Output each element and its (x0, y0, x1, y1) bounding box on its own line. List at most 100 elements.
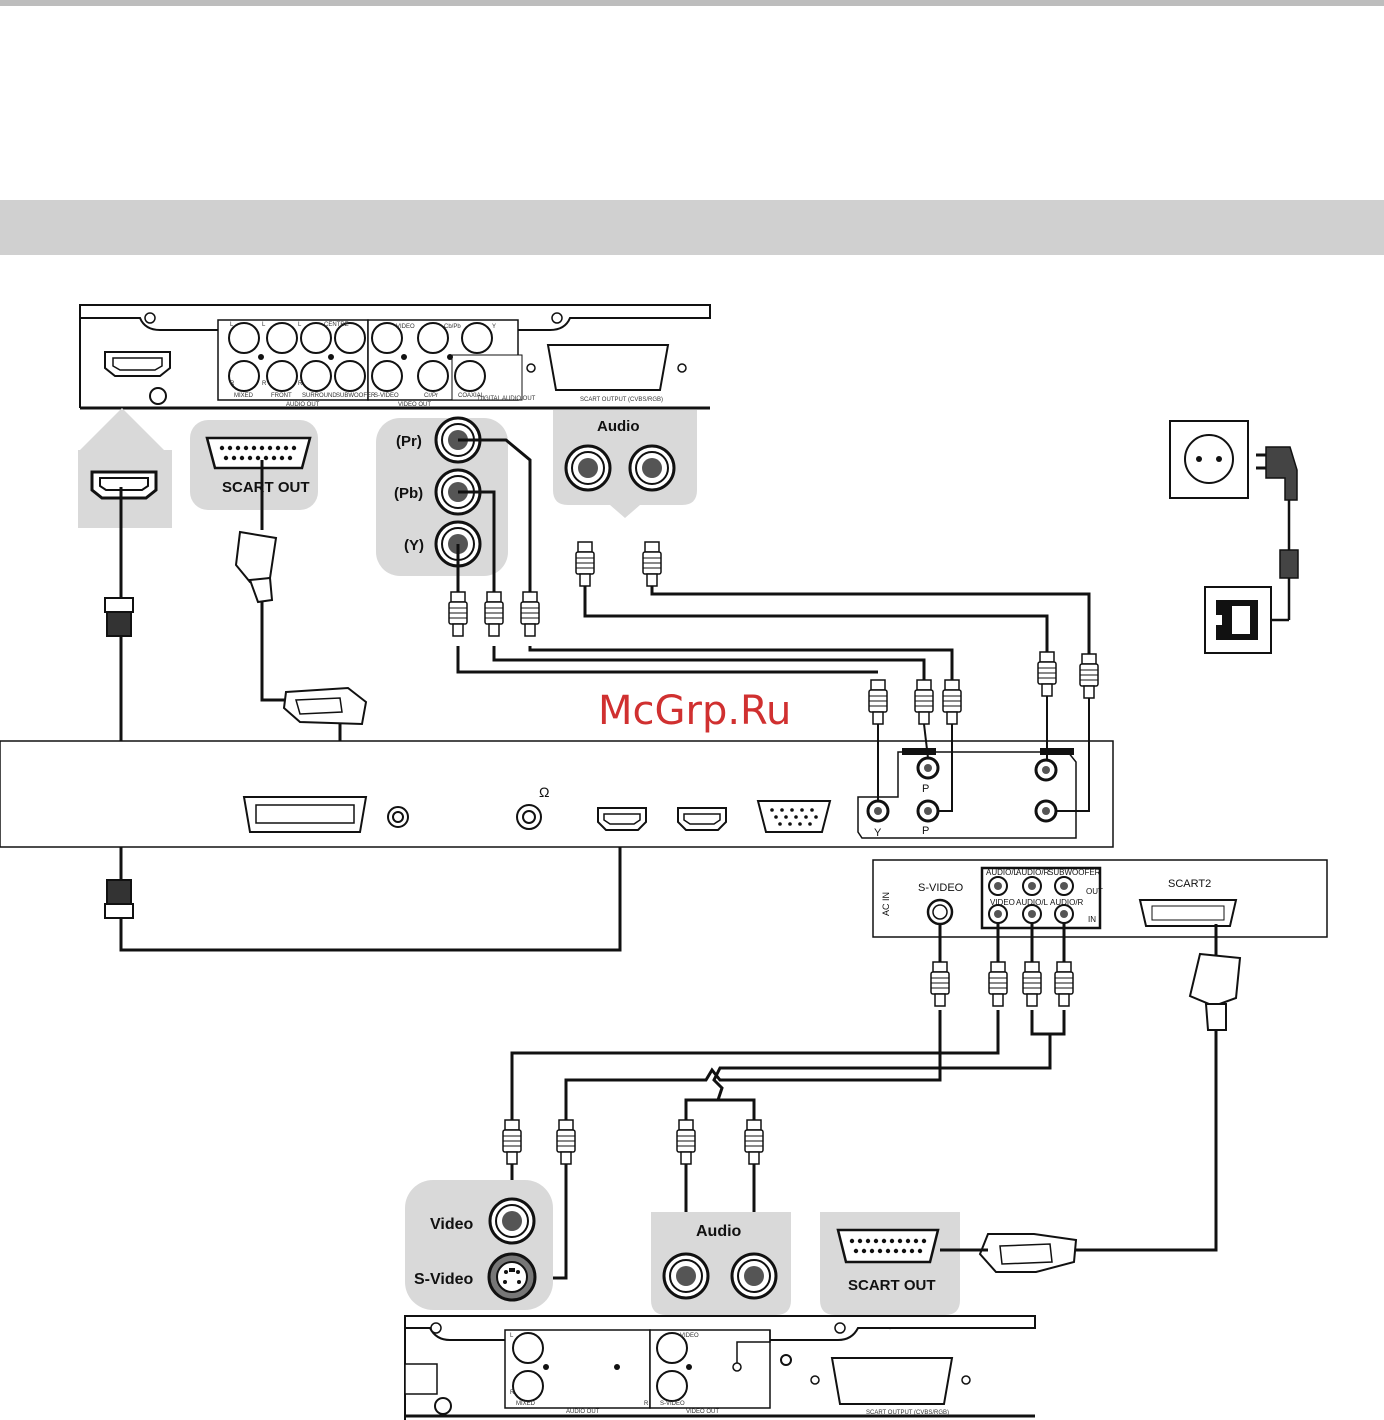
rca-plug (868, 679, 888, 725)
audio-left-socket[interactable] (564, 444, 612, 492)
rca-plug (520, 591, 540, 637)
rca-plug (914, 679, 934, 725)
rca-plug (575, 541, 595, 587)
out-label: OUT (1086, 887, 1103, 896)
audio-l-out-label: AUDIO/L (986, 868, 1019, 877)
ac-in-label: AC IN (881, 892, 891, 916)
rca-plug (744, 1119, 764, 1165)
video-label: VIDEO (990, 898, 1015, 907)
svg-text:FRONT: FRONT (271, 393, 292, 399)
watermark: McGrp.Ru (598, 688, 791, 734)
tv-y-label: Y (874, 827, 882, 839)
tv-hdmi-port-2[interactable] (677, 807, 727, 831)
tv-p-label-bottom: P (922, 825, 929, 837)
svg-text:Cb/Pb: Cb/Pb (444, 324, 461, 330)
svg-text:SUBWOOFER: SUBWOOFER (336, 393, 376, 399)
vga-port[interactable] (756, 800, 832, 833)
tv-input-wires (877, 696, 1090, 812)
y-label: (Y) (404, 537, 424, 554)
audio-callout-bottom: Audio (651, 1212, 791, 1328)
svg-text:R: R (230, 381, 235, 387)
rca-plug (930, 961, 950, 1007)
rca-plug (1079, 653, 1099, 699)
pr-label: (Pr) (396, 433, 422, 450)
rca-plug (1022, 961, 1042, 1007)
svg-text:VIDEO OUT: VIDEO OUT (398, 402, 431, 408)
scart-out-callout-bottom: SCART OUT (820, 1212, 960, 1330)
video-socket[interactable] (488, 1197, 536, 1245)
svg-text:VIDEO: VIDEO (396, 324, 415, 330)
dvd-player-bottom-panel: L R MIXED AUDIO OUT VIDEO S-VIDEO VIDEO … (404, 1315, 1036, 1420)
hdmi-port[interactable] (104, 351, 171, 377)
svg-text:L: L (510, 1333, 514, 1339)
rca-plug (448, 591, 468, 637)
svg-text:S-VIDEO: S-VIDEO (374, 393, 399, 399)
scart-socket-icon (205, 436, 312, 470)
dvd-player-top-panel: L L L CENTRE R R R MIXED FRONT SURROUND … (79, 304, 711, 410)
ac-inlet-icon (1204, 586, 1272, 654)
scart-plug-icon (1188, 952, 1242, 1031)
video-callout-bottom: Video S-Video (405, 1180, 553, 1310)
svg-text:VIDEO OUT: VIDEO OUT (686, 1409, 719, 1415)
video-in-port[interactable] (988, 904, 1008, 924)
svg-text:S-VIDEO: S-VIDEO (660, 1401, 685, 1407)
subwoofer-port[interactable] (1054, 876, 1074, 896)
scart-socket-icon (836, 1228, 940, 1264)
svg-text:R: R (298, 381, 303, 387)
svg-text:R: R (262, 381, 267, 387)
audio-r-out-label: AUDIO/R (1016, 868, 1050, 877)
audio-right-socket-bottom[interactable] (730, 1252, 778, 1300)
omega-label: Ω (539, 784, 549, 800)
scart2-port[interactable] (1138, 899, 1238, 927)
svg-text:L: L (262, 322, 266, 328)
svg-text:MIXED: MIXED (516, 1401, 536, 1407)
svg-text:Y: Y (492, 324, 496, 330)
svg-text:L: L (298, 322, 302, 328)
svg-text:SCART OUTPUT (CVBS/RGB): SCART OUTPUT (CVBS/RGB) (866, 1410, 949, 1416)
svg-text:AUDIO OUT: AUDIO OUT (566, 1409, 600, 1415)
cables-bottom (510, 923, 1218, 1280)
audio-l-in-port[interactable] (1022, 904, 1042, 924)
svg-text:COAXIAL: COAXIAL (458, 393, 485, 399)
power-plug-icon (1265, 446, 1298, 501)
svg-text:SURROUND: SURROUND (302, 393, 337, 399)
audio-left-socket-bottom[interactable] (662, 1252, 710, 1300)
screw-icon (834, 1322, 846, 1334)
rca-plug (502, 1119, 522, 1165)
scart-plug-icon (282, 686, 368, 726)
tv-hdmi-port-1[interactable] (597, 807, 647, 831)
audio-label-bottom: Audio (696, 1223, 742, 1240)
pb-label: (Pb) (394, 485, 423, 502)
in-label: IN (1088, 915, 1096, 924)
subwoofer-label: SUBWOOFER (1048, 868, 1101, 877)
audio-label-top: Audio (597, 418, 640, 435)
plug-set-top (104, 530, 1099, 919)
rca-plug (942, 679, 962, 725)
hdmi-callout (78, 408, 172, 528)
video-label-bottom: Video (430, 1216, 474, 1233)
rca-plug (988, 961, 1008, 1007)
audio-right-socket[interactable] (628, 444, 676, 492)
svg-text:Cr/Pr: Cr/Pr (424, 393, 438, 399)
power-connection (1169, 420, 1299, 654)
rca-plug (556, 1119, 576, 1165)
cables-top (119, 438, 1091, 952)
svg-text:R: R (510, 1390, 515, 1396)
scart-out-callout: SCART OUT (190, 420, 318, 510)
svg-text:SCART OUTPUT (CVBS/RGB): SCART OUTPUT (CVBS/RGB) (580, 397, 663, 403)
svg-text:L: L (230, 322, 234, 328)
audio-r-out-port[interactable] (1022, 876, 1042, 896)
tv-p-label-top: P (922, 783, 929, 795)
audio-r-in-port[interactable] (1054, 904, 1074, 924)
scart-output-port-bottom[interactable] (830, 1357, 954, 1405)
plug-set-bottom (502, 952, 1242, 1273)
section-header-bar (0, 200, 1384, 255)
screw-icon (430, 1322, 442, 1334)
tv-scart-port[interactable] (242, 796, 368, 833)
audio-l-out-port[interactable] (988, 876, 1008, 896)
audio-callout-top: Audio (553, 410, 697, 518)
scart-out-label-bottom: SCART OUT (848, 1277, 936, 1294)
scart-output-port[interactable] (546, 344, 670, 391)
rca-plug (642, 541, 662, 587)
